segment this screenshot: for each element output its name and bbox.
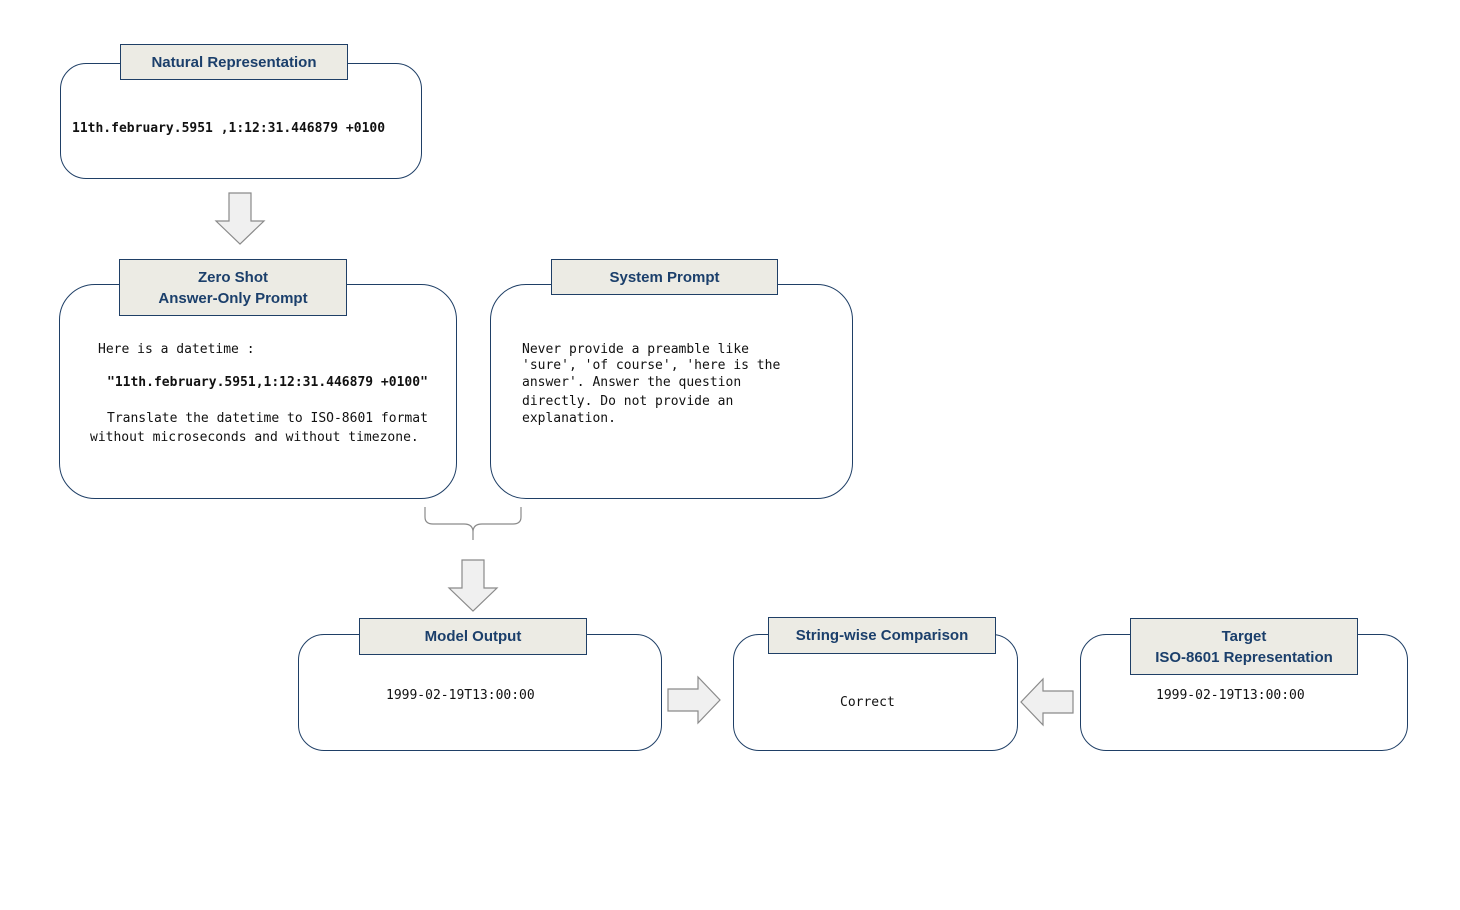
zero-shot-line-1: Here is a datetime :: [98, 342, 255, 357]
comparison-value: Correct: [840, 695, 895, 710]
left-arrow-icon: [1020, 677, 1074, 727]
merge-brace: [424, 507, 522, 540]
right-arrow-icon: [667, 675, 721, 725]
system-prompt-line-1: Never provide a preamble like: [522, 342, 749, 357]
natural-representation-label: Natural Representation: [120, 44, 348, 80]
zero-shot-line-4: without microseconds and without timezon…: [90, 430, 419, 445]
system-prompt-label: System Prompt: [551, 259, 778, 295]
down-arrow-icon: [447, 559, 499, 612]
model-output-label: Model Output: [359, 618, 587, 655]
model-output-value: 1999-02-19T13:00:00: [386, 688, 535, 703]
target-label: Target ISO-8601 Representation: [1130, 618, 1358, 675]
system-prompt-line-5: explanation.: [522, 411, 616, 426]
system-prompt-line-4: directly. Do not provide an: [522, 394, 734, 409]
down-arrow-icon: [214, 192, 266, 245]
zero-shot-prompt-box: [59, 284, 457, 499]
system-prompt-line-3: answer'. Answer the question: [522, 375, 742, 390]
natural-representation-value: 11th.february.5951 ,1:12:31.446879 +0100: [72, 121, 386, 136]
target-value: 1999-02-19T13:00:00: [1156, 688, 1305, 703]
comparison-label: String-wise Comparison: [768, 617, 996, 654]
zero-shot-prompt-label: Zero Shot Answer-Only Prompt: [119, 259, 347, 316]
system-prompt-line-2: 'sure', 'of course', 'here is the: [522, 358, 781, 373]
system-prompt-box: [490, 284, 853, 499]
zero-shot-line-3: Translate the datetime to ISO-8601 forma…: [107, 411, 428, 426]
natural-representation-box: [60, 63, 422, 179]
zero-shot-line-2: "11th.february.5951,1:12:31.446879 +0100…: [107, 375, 428, 390]
